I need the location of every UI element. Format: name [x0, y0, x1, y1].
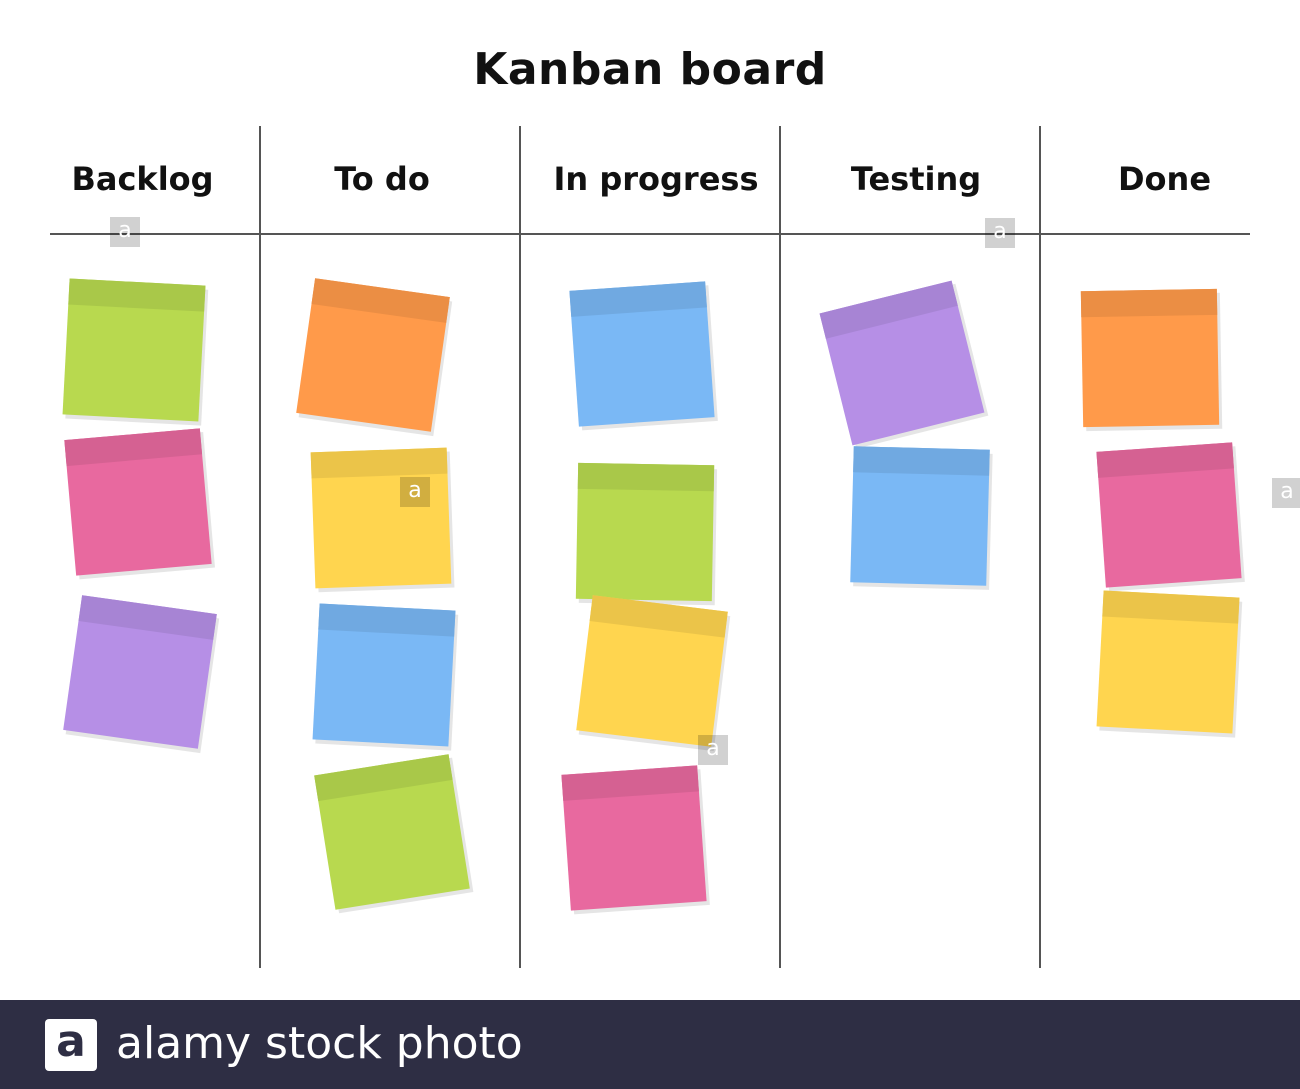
watermark-logo: a [1272, 478, 1300, 508]
sticky-note[interactable] [575, 462, 715, 602]
sticky-note[interactable] [1096, 590, 1240, 734]
watermark-logo: a [698, 735, 728, 765]
board-title: Kanban board [473, 44, 827, 95]
sticky-note[interactable] [1080, 288, 1220, 428]
sticky-note[interactable] [312, 603, 456, 747]
sticky-note[interactable] [576, 595, 728, 747]
column-divider-1 [259, 126, 261, 968]
watermark-logo: a [985, 218, 1015, 248]
sticky-note[interactable] [850, 446, 990, 586]
watermark-logo: a [110, 217, 140, 247]
sticky-note[interactable] [310, 447, 452, 589]
watermark-footer: a alamy stock photo [0, 1000, 1300, 1089]
alamy-logo-icon: a [45, 1019, 97, 1071]
watermark-logo: a [400, 477, 430, 507]
column-header-todo: To do [334, 160, 430, 198]
sticky-note[interactable] [819, 280, 985, 446]
sticky-note[interactable] [64, 428, 212, 576]
column-header-in-progress: In progress [553, 160, 759, 198]
column-divider-2 [519, 126, 521, 968]
sticky-note[interactable] [561, 765, 707, 911]
sticky-note[interactable] [569, 281, 715, 427]
sticky-note[interactable] [314, 754, 470, 910]
column-divider-3 [779, 126, 781, 968]
sticky-note[interactable] [62, 278, 206, 422]
sticky-note[interactable] [1096, 442, 1242, 588]
header-divider [50, 233, 1250, 235]
sticky-note[interactable] [296, 278, 450, 432]
watermark-brand-text: alamy stock photo [116, 1018, 523, 1069]
column-divider-4 [1039, 126, 1041, 968]
sticky-note[interactable] [63, 595, 217, 749]
column-header-backlog: Backlog [71, 160, 214, 198]
column-header-testing: Testing [850, 160, 982, 198]
column-header-done: Done [1117, 160, 1212, 198]
